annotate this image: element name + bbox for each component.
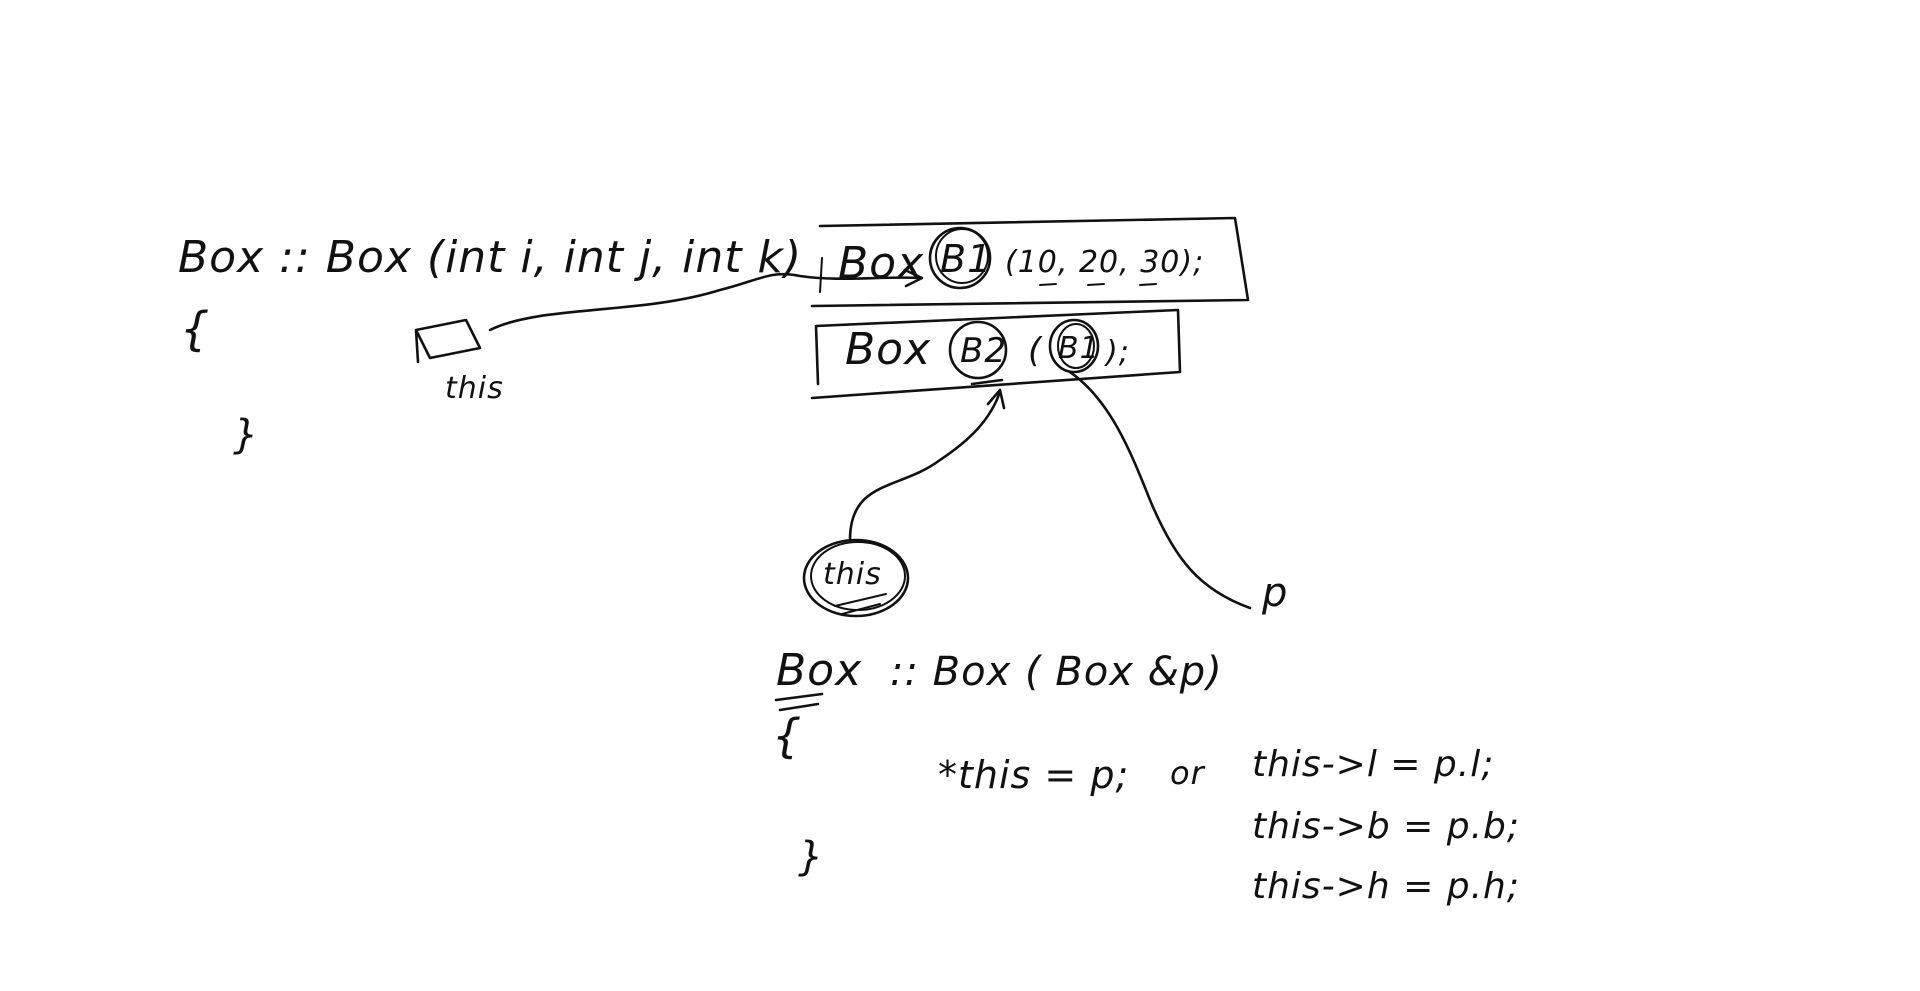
param-p-label: p bbox=[1261, 570, 1288, 616]
this-bubble bbox=[802, 538, 910, 618]
this-pointer-label: this bbox=[445, 371, 504, 406]
decl-b1-keyword: Box bbox=[838, 238, 924, 289]
copy-ctor-class: Box bbox=[776, 645, 862, 696]
copy-ctor-open-brace: { bbox=[772, 709, 802, 763]
decl-b1-tick bbox=[819, 257, 823, 293]
copy-ctor-or: or bbox=[1170, 754, 1206, 792]
copy-ctor-signature: :: Box ( Box &p) bbox=[890, 649, 1223, 695]
decl-b2-paren: ( bbox=[1028, 331, 1043, 371]
copy-ctor-assign-l: this->l = p.l; bbox=[1252, 744, 1494, 785]
decl-b1-circle bbox=[928, 226, 992, 290]
decl-b1-circle-inner bbox=[935, 228, 989, 284]
decl-b2-keyword: Box bbox=[845, 324, 931, 375]
decl-b2-underline bbox=[970, 378, 1004, 386]
decl-b1-underlines bbox=[1039, 283, 1157, 286]
this-to-b1-arrow bbox=[488, 272, 922, 332]
this-bubble-to-b2-arrowhead bbox=[986, 388, 1006, 410]
ctor-signature: Box :: Box (int i, int j, int k) bbox=[178, 232, 802, 283]
decl-b2-name: B2 bbox=[960, 331, 1007, 371]
decl-b2-circle bbox=[948, 320, 1008, 380]
ctor-open-brace: { bbox=[180, 302, 210, 356]
copy-ctor-close-brace: } bbox=[798, 834, 824, 880]
copy-ctor-assign-b: this->b = p.b; bbox=[1252, 806, 1520, 847]
this-pointer-box bbox=[414, 318, 482, 364]
copy-ctor-class-underline bbox=[774, 692, 824, 712]
decl-b2-arg-circle-inner bbox=[1057, 323, 1095, 369]
this-bubble-to-b2-arrow bbox=[848, 390, 1002, 542]
decl-b2-tail: ); bbox=[1104, 335, 1130, 370]
b1-to-p-curve bbox=[1068, 370, 1252, 610]
this-to-b1-arrowhead bbox=[903, 268, 924, 288]
this-bubble-underline bbox=[834, 593, 887, 615]
decl-b2-arg: B1 bbox=[1058, 331, 1100, 366]
decl-b2-frame bbox=[810, 308, 1182, 400]
copy-ctor-assign-h: this->h = p.h; bbox=[1252, 866, 1520, 907]
decl-b1-name: B1 bbox=[940, 237, 992, 281]
decl-b1-frame bbox=[810, 216, 1250, 308]
copy-ctor-assign-whole: *this = p; bbox=[938, 753, 1129, 797]
decl-b1-args: (10, 20, 30); bbox=[1005, 245, 1204, 280]
this-bubble-label: this bbox=[823, 557, 882, 592]
decl-b2-arg-circle bbox=[1048, 318, 1100, 374]
ctor-close-brace: } bbox=[233, 412, 259, 458]
